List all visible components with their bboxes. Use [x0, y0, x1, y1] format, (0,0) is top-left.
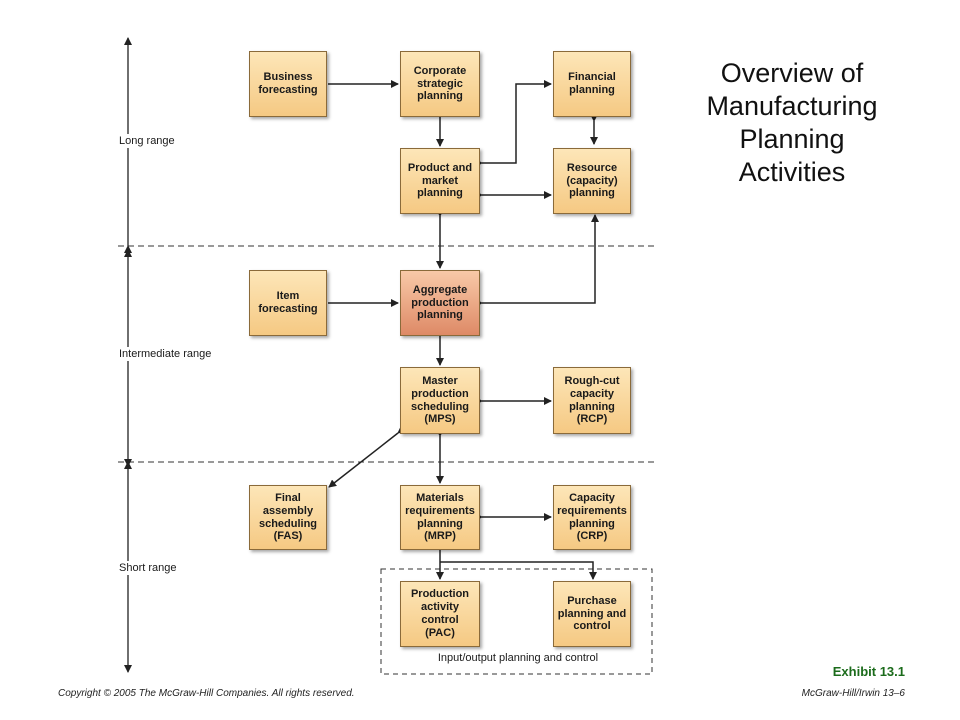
- footer-page-number: McGraw-Hill/Irwin 13–6: [801, 688, 905, 699]
- arrow-resource-aggregate: [475, 214, 599, 307]
- intermediate-range-label: Intermediate range: [117, 347, 214, 361]
- long-range-label: Long range: [117, 134, 177, 148]
- arrow-product-to-financial: [475, 80, 552, 167]
- slide-title: Overview of Manufacturing Planning Activ…: [676, 57, 908, 189]
- node-pac: Production activity control (PAC): [400, 581, 480, 647]
- node-purchase-planning-control: Purchase planning and control: [553, 581, 631, 647]
- short-range-label: Short range: [117, 561, 179, 575]
- node-crp: Capacity requirements planning (CRP): [553, 485, 631, 550]
- node-mrp: Materials requirements planning (MRP): [400, 485, 480, 550]
- node-resource-capacity-planning: Resource (capacity) planning: [553, 148, 631, 214]
- node-rcp: Rough-cut capacity planning (RCP): [553, 367, 631, 434]
- arrow-mps-fas: [328, 425, 406, 488]
- exhibit-label: Exhibit 13.1: [832, 664, 905, 679]
- node-financial-planning: Financial planning: [553, 51, 631, 117]
- node-corporate-strategic-planning: Corporate strategic planning: [400, 51, 480, 117]
- node-aggregate-production-planning: Aggregate production planning: [400, 270, 480, 336]
- title-line-2: Manufacturing: [706, 90, 878, 121]
- arrow-mrp-to-purchase: [440, 561, 597, 580]
- node-product-market-planning: Product and market planning: [400, 148, 480, 214]
- node-business-forecasting: Business forecasting: [249, 51, 327, 117]
- title-line-1: Overview of: [720, 58, 864, 88]
- node-mps: Master production scheduling (MPS): [400, 367, 480, 434]
- title-line-4: Activities: [738, 156, 846, 187]
- title-line-3: Planning: [739, 123, 845, 154]
- footer-copyright: Copyright © 2005 The McGraw-Hill Compani…: [58, 688, 355, 699]
- node-item-forecasting: Item forecasting: [249, 270, 327, 336]
- io-group-label: Input/output planning and control: [437, 652, 599, 664]
- io-group-border: [380, 568, 653, 675]
- node-fas: Final assembly scheduling (FAS): [249, 485, 327, 550]
